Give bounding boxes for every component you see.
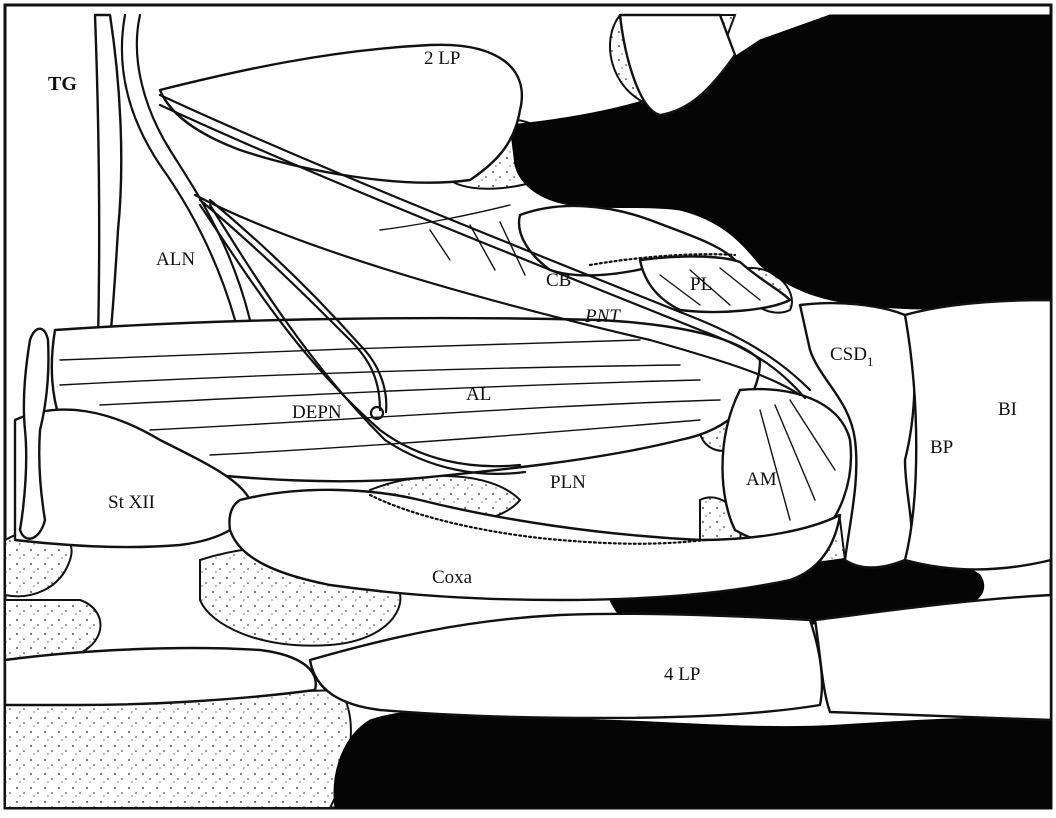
label-aln: ALN	[156, 249, 195, 270]
label-4lp: 4 LP	[664, 664, 700, 685]
label-2lp: 2 LP	[424, 48, 460, 69]
label-am: AM	[746, 469, 777, 490]
label-pnt: PNT	[584, 306, 621, 327]
label-al: AL	[466, 384, 491, 405]
label-pl: PL	[690, 274, 712, 295]
label-stxii: St XII	[108, 492, 155, 513]
label-tg: TG	[48, 73, 77, 95]
label-cb: CB	[546, 270, 571, 291]
label-bi: BI	[998, 399, 1017, 420]
label-depn: DEPN	[292, 402, 342, 423]
label-coxa: Coxa	[432, 567, 473, 588]
label-pln: PLN	[550, 472, 586, 493]
label-bp: BP	[930, 437, 953, 458]
